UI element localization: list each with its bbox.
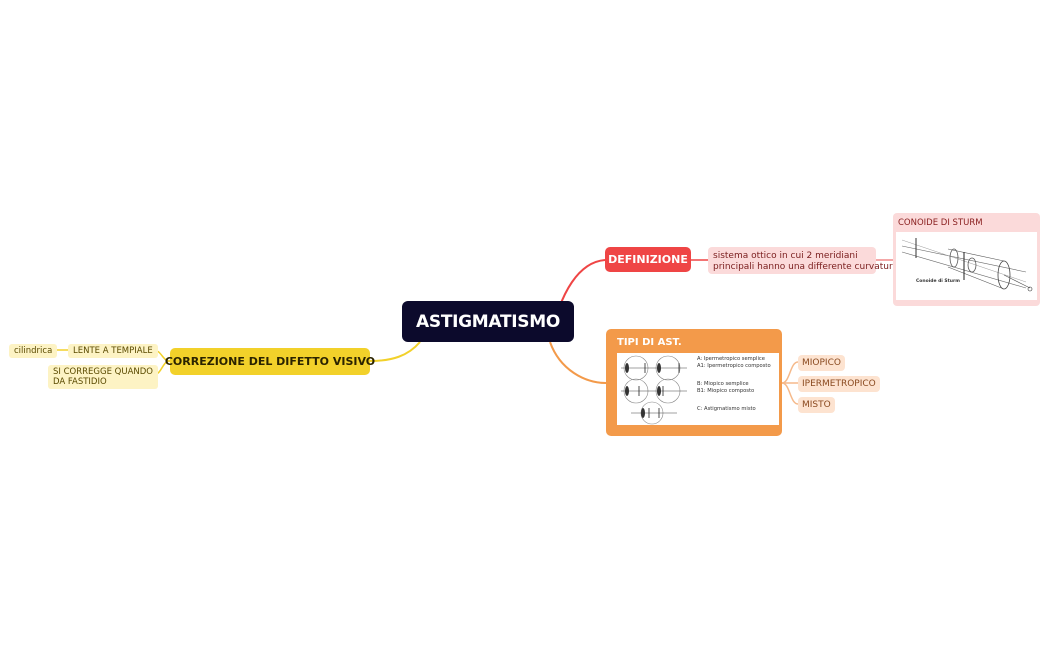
link-tipi-miopico bbox=[781, 361, 799, 384]
conoide-sturm-card[interactable]: CONOIDE DI STURM Conoide di Sturm bbox=[893, 213, 1040, 306]
conoide-sturm-image: Conoide di Sturm bbox=[896, 232, 1037, 300]
description-line-2: principali hanno una differente curvatur… bbox=[713, 262, 899, 272]
link-root-tipi bbox=[549, 341, 607, 384]
tipi-label-a: A: Ipermetropico semplice bbox=[697, 356, 765, 362]
correzione-topic[interactable]: CORREZIONE DEL DIFETTO VISIVO bbox=[165, 348, 375, 375]
tipi-diagram bbox=[617, 353, 693, 425]
root-topic[interactable]: ASTIGMATISMO bbox=[402, 301, 574, 342]
si-corregge-node[interactable]: SI CORREGGE QUANDO DA FASTIDIO bbox=[48, 365, 158, 389]
tipo-misto[interactable]: MISTO bbox=[798, 397, 835, 413]
definizione-topic[interactable]: DEFINIZIONE bbox=[605, 247, 691, 272]
lente-tempiale-node[interactable]: LENTE A TEMPIALE bbox=[68, 344, 158, 358]
link-root-correzione bbox=[369, 341, 421, 362]
tipi-label-b: B: Miopico semplice bbox=[697, 381, 749, 387]
tipi-topic[interactable]: TIPI DI AST. bbox=[606, 329, 782, 436]
si-corregge-line-1: SI CORREGGE QUANDO bbox=[53, 367, 153, 377]
si-corregge-line-2: DA FASTIDIO bbox=[53, 377, 107, 387]
tipo-miopico[interactable]: MIOPICO bbox=[798, 355, 845, 371]
tipi-image: A: Ipermetropico semplice A1: Ipermetrop… bbox=[617, 353, 779, 425]
tipi-label-b1: B1: Miopico composto bbox=[697, 388, 755, 394]
tipi-label-a1: A1: Ipermetropico composto bbox=[697, 363, 771, 369]
tipi-title: TIPI DI AST. bbox=[617, 337, 682, 348]
cilindrica-node[interactable]: cilindrica bbox=[9, 344, 58, 358]
tipo-ipermetropico[interactable]: IPERMETROPICO bbox=[798, 376, 880, 392]
description-line-1: sistema ottico in cui 2 meridiani bbox=[713, 251, 858, 261]
link-tipi-misto bbox=[781, 382, 799, 405]
conoide-sturm-title: CONOIDE DI STURM bbox=[898, 218, 983, 228]
tipi-image-labels: A: Ipermetropico semplice A1: Ipermetrop… bbox=[693, 353, 771, 425]
sturm-diagram bbox=[901, 238, 1033, 292]
tipi-label-c: C: Astigmatismo misto bbox=[697, 406, 756, 412]
conoide-sturm-caption: Conoide di Sturm bbox=[916, 279, 960, 284]
definizione-description[interactable]: sistema ottico in cui 2 meridiani princi… bbox=[708, 247, 899, 274]
